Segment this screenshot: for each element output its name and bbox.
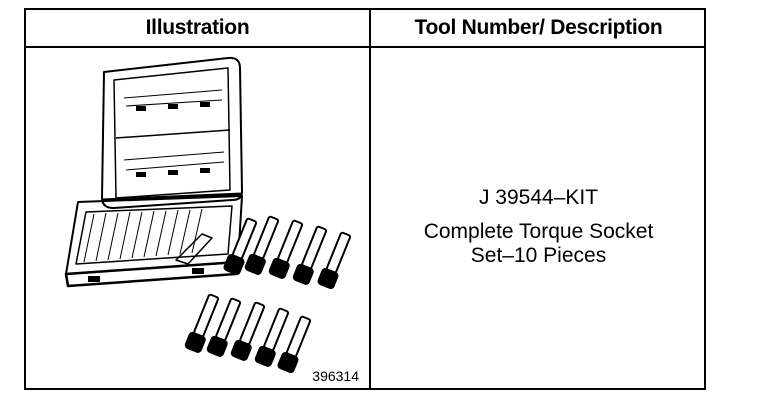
column-divider <box>369 10 371 388</box>
illustration-header: Illustration <box>145 16 250 39</box>
socket-group-lower <box>184 293 312 374</box>
figure-number: 396314 <box>312 368 359 384</box>
description-cell: J 39544–KIT Complete Torque Socket Set–1… <box>371 48 706 390</box>
table-header-row: Illustration Tool Number/ Description <box>26 10 704 48</box>
tool-description-line: Set–10 Pieces <box>470 244 607 267</box>
socket-group-upper <box>223 215 352 290</box>
description-header: Tool Number/ Description <box>414 16 663 39</box>
tool-description-line: Complete Torque Socket <box>423 220 654 243</box>
tool-number: J 39544–KIT <box>478 186 599 209</box>
torque-socket-set-case-icon <box>64 56 352 374</box>
tool-description: Complete Torque Socket Set–10 Pieces <box>371 220 706 268</box>
illustration-cell: 396314 <box>26 48 369 390</box>
tool-table: Illustration Tool Number/ Description <box>24 8 706 390</box>
